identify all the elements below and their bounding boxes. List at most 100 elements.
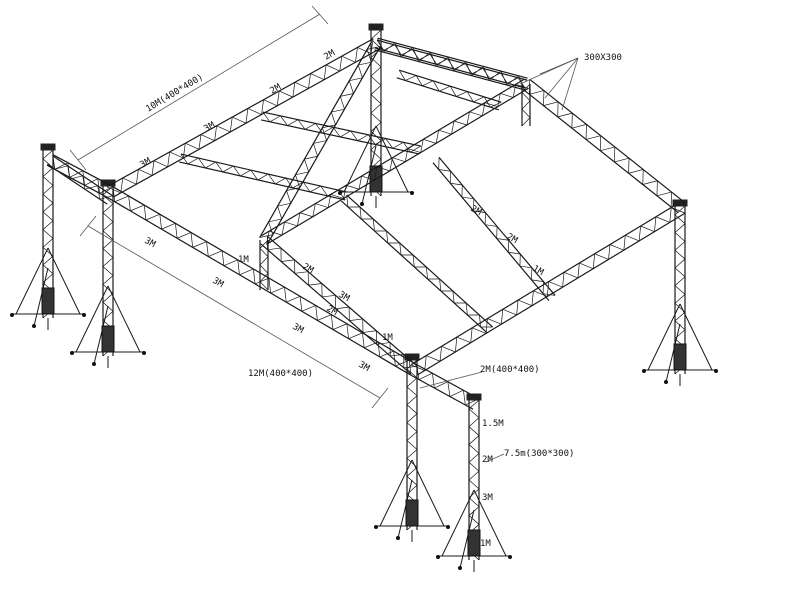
rafter-4-line	[346, 194, 493, 328]
label-seg-3m-e: 3M	[291, 322, 306, 336]
leader-300-c	[561, 57, 579, 111]
rafter-1-line	[180, 153, 346, 201]
beam-left-side	[106, 38, 380, 198]
beam-front-left-line	[112, 186, 412, 376]
label-seg-3m-f: 3M	[357, 360, 372, 374]
tower-front-right-leg-r	[473, 489, 507, 557]
label-tower-1m: 1M	[480, 539, 491, 549]
rafter-4-line	[346, 194, 494, 328]
king-post-b	[521, 83, 531, 127]
beam-front-side-line	[410, 207, 686, 371]
tower-back-left-leg-f	[33, 267, 49, 327]
leader-300-b	[544, 57, 579, 99]
label-seg-2m-d: 2M	[505, 232, 520, 246]
label-seg-1m-a: 1M	[238, 255, 249, 265]
beam-front-return	[410, 364, 480, 410]
tower-back-center-foot-1	[360, 202, 364, 206]
label-seg-2m-e: 2M	[301, 262, 316, 276]
label-300x300: 300X300	[584, 53, 622, 63]
tower-front-right-foot-1	[458, 566, 462, 570]
rafter-5-line	[398, 70, 502, 108]
tower-front-left-leg-l	[75, 285, 109, 353]
label-7-5m: 7.5m(300*300)	[504, 449, 574, 459]
tower-front-center-foot-2	[446, 525, 450, 529]
dim-tick-12m-b	[371, 387, 389, 409]
beam-back-top-line	[374, 49, 525, 91]
tower-front-center-leg-r	[411, 459, 445, 527]
tower-front-right-leg-l	[441, 489, 475, 557]
tower-front-left-foot-1	[92, 362, 96, 366]
rafter-2-line	[262, 111, 421, 147]
tower-front-left-foot-2	[142, 351, 146, 355]
tower-back-center-cap	[368, 23, 384, 31]
ridge-left-line	[267, 46, 381, 243]
tower-right-foot-0	[642, 369, 646, 373]
beam-front-return-line	[410, 374, 474, 410]
leader-2m400	[419, 371, 483, 389]
label-seg-2m-b: 2M	[269, 82, 284, 96]
rafter-1-line	[180, 153, 348, 193]
tower-front-right-foot-0	[436, 555, 440, 559]
label-seg-3m-d: 3M	[211, 276, 226, 290]
rafter-4	[340, 194, 494, 334]
king-post-a	[259, 239, 269, 291]
beam-right-side	[521, 78, 687, 214]
label-2m-400: 2M(400*400)	[480, 365, 540, 375]
tower-front-center-foot-1	[396, 536, 400, 540]
dim-line-12m	[87, 225, 381, 399]
dim-tick-10m-b	[311, 5, 329, 25]
tower-right-leg-l	[647, 303, 681, 371]
label-seg-2m-c: 2M	[469, 204, 484, 218]
tower-front-center-leg-f	[397, 479, 413, 539]
tower-back-left-foot-2	[82, 313, 86, 317]
tower-front-center-cap	[404, 353, 420, 361]
tower-back-left-leg-l	[15, 247, 49, 315]
tower-front-right-foot-2	[508, 555, 512, 559]
tower-front-left-winch	[101, 325, 115, 353]
ridge-left	[259, 41, 381, 243]
tower-back-left-foot-0	[10, 313, 14, 317]
beam-front-left	[106, 186, 418, 376]
beam-left-tie-line	[52, 155, 113, 200]
king-post-b-line	[521, 83, 531, 127]
beam-right-side-line	[529, 79, 686, 208]
label-seg-2m-a: 2M	[323, 48, 338, 62]
tower-back-left-winch	[41, 287, 55, 315]
dimension-lines	[69, 5, 579, 463]
dim-tick-10m-a	[69, 149, 87, 171]
label-10m: 10M(400*400)	[144, 73, 205, 115]
beam-left-side-line	[106, 38, 374, 188]
tower-front-right-leg-f	[459, 509, 475, 569]
label-seg-3m-a: 3M	[203, 120, 218, 134]
tower-front-right-winch	[467, 529, 481, 557]
ridge-left-line	[259, 46, 381, 238]
beam-front-return-line	[416, 364, 480, 406]
beam-left-side-line	[106, 38, 374, 194]
tower-front-center-winch	[405, 499, 419, 527]
leader-7-5m	[485, 453, 505, 463]
label-seg-3m-g: 3M	[337, 290, 352, 304]
tower-front-center-foot-0	[374, 525, 378, 529]
beam-right-side-line	[529, 78, 687, 204]
leader-300-d	[539, 57, 579, 75]
label-seg-2m-f: 2M	[325, 304, 340, 318]
label-tower-3m: 3M	[482, 493, 493, 503]
tower-front-left-leg-f	[93, 305, 109, 365]
label-seg-3m-c: 3M	[143, 236, 158, 250]
tower-right-leg-r	[679, 303, 713, 371]
ridge-left-line	[259, 41, 373, 238]
beam-front-left-line	[112, 186, 418, 366]
tower-front-right-cap	[466, 393, 482, 401]
ridge-back-line	[374, 47, 526, 89]
label-seg-1m-c: 1M	[531, 264, 546, 278]
rafter-3-line	[432, 162, 550, 301]
rafter-3	[432, 157, 556, 301]
rafter-1-line	[178, 161, 346, 201]
label-tower-2m: 2M	[482, 455, 493, 465]
ridge-back-line	[376, 39, 528, 81]
rafter-3-line	[438, 157, 556, 296]
tower-front-left-foot-0	[70, 351, 74, 355]
rafter-2-line	[262, 111, 422, 153]
king-post-a-line	[259, 239, 269, 291]
beam-front-side	[410, 202, 686, 376]
